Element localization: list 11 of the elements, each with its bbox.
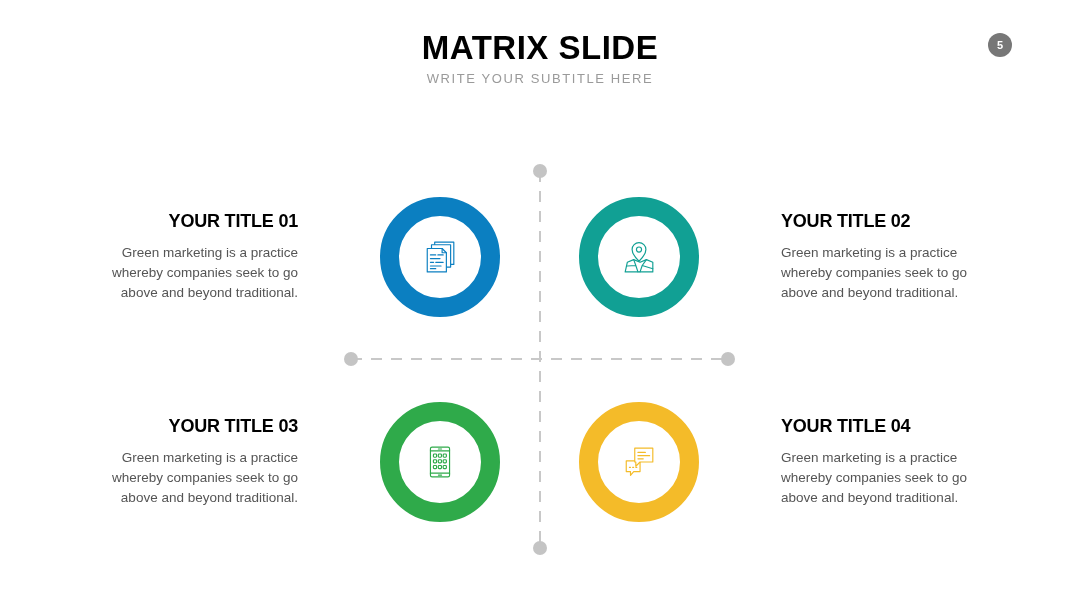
item-title: YOUR TITLE 01	[167, 210, 298, 232]
page-number: 5	[988, 33, 1012, 57]
item-title: YOUR TITLE 04	[781, 415, 912, 437]
slide-title: MATRIX SLIDE	[421, 28, 659, 68]
slide-subtitle: WRITE YOUR SUBTITLE HERE	[426, 70, 654, 88]
item-description: Green marketing is a practice whereby companies seek to go above and beyond traditional.	[110, 244, 298, 302]
item-description: Green marketing is a practice whereby companies seek to go above and beyond traditional.	[781, 244, 969, 302]
item-description: Green marketing is a practice whereby companies seek to go above and beyond traditional.	[781, 449, 969, 507]
item-title: YOUR TITLE 03	[167, 415, 298, 437]
item-description: Green marketing is a practice whereby companies seek to go above and beyond traditional.	[110, 449, 298, 507]
item-title: YOUR TITLE 02	[781, 210, 912, 232]
